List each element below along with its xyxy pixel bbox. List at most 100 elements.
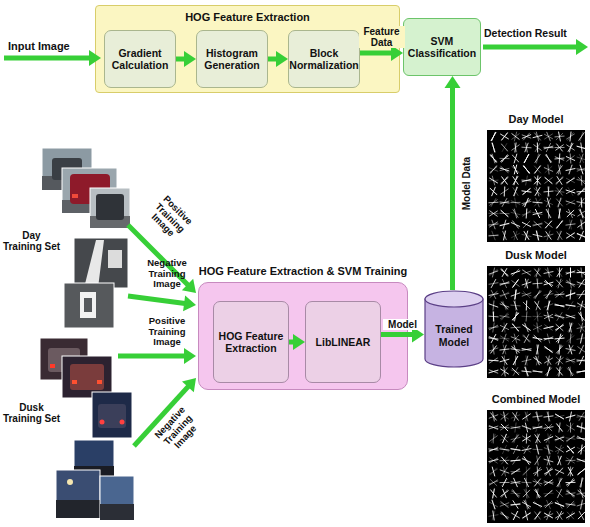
hog-stroke <box>534 512 540 520</box>
hog-stroke <box>493 323 495 333</box>
hog-stroke <box>525 198 529 207</box>
text-label: Dusk Model <box>485 249 587 261</box>
flow-arrow <box>118 348 196 364</box>
hog-stroke <box>558 165 560 175</box>
hog-stroke <box>500 369 508 374</box>
hog-stroke <box>547 456 550 466</box>
hog-stroke <box>566 315 575 318</box>
hog-stroke <box>533 469 542 473</box>
hog-stroke <box>577 493 587 495</box>
hog-stroke <box>524 500 529 508</box>
hog-stroke <box>569 334 572 343</box>
hog-stroke <box>544 436 553 440</box>
hog-stroke <box>536 356 540 365</box>
hog-stroke <box>515 143 516 153</box>
hog-stroke <box>544 416 554 417</box>
illustration-part <box>80 292 96 318</box>
illustration-part <box>64 283 114 328</box>
hog-stroke <box>514 209 516 219</box>
hog-stroke <box>555 292 563 298</box>
hog-stroke <box>489 189 497 195</box>
hog-stroke <box>492 143 494 153</box>
hog-stroke <box>492 500 494 510</box>
hog-stroke <box>489 304 498 307</box>
hog-stroke <box>512 413 518 421</box>
hog-stroke <box>512 133 520 139</box>
hog-stroke <box>537 323 538 333</box>
hog-stroke <box>533 145 541 151</box>
hog-stroke <box>522 448 532 450</box>
hog-stroke <box>512 346 520 352</box>
hog-stroke <box>512 280 518 288</box>
hog-stroke <box>566 513 575 518</box>
hog-stroke <box>557 165 563 173</box>
hog-stroke <box>558 165 560 175</box>
hog-stroke <box>524 445 529 454</box>
hog-stroke <box>526 467 527 477</box>
flow-arrow <box>483 39 588 55</box>
illustration-part <box>72 380 77 384</box>
hog-stroke <box>581 268 582 278</box>
hog-stroke <box>525 500 527 510</box>
hog-stroke <box>581 198 583 208</box>
hog-stroke <box>489 458 498 463</box>
hog-stroke <box>511 471 521 472</box>
hog-stroke <box>512 313 519 320</box>
hog-stroke <box>500 316 510 318</box>
hog-stroke <box>490 166 498 173</box>
arrow-head <box>183 295 196 311</box>
photo-dusk-road <box>100 476 134 520</box>
hog-stroke <box>578 188 584 196</box>
hog-stroke <box>513 187 517 196</box>
hog-stroke <box>501 155 507 163</box>
hog-stroke <box>579 412 584 421</box>
hog-stroke <box>577 370 586 373</box>
text-label: Positive Training Image <box>140 316 194 348</box>
arrow-shaft <box>381 332 413 337</box>
hog-stroke <box>559 478 560 488</box>
hog-stroke <box>489 480 498 485</box>
hog-stroke <box>500 427 510 429</box>
hog-stroke <box>547 467 551 476</box>
hog-stroke <box>523 324 531 330</box>
hog-stroke <box>581 423 582 433</box>
hog-stroke <box>581 500 583 510</box>
hog-stroke <box>581 312 583 322</box>
hog-stroke <box>559 423 560 433</box>
hog-stroke <box>500 338 510 340</box>
hog-stroke <box>557 187 563 195</box>
hog-stroke <box>544 481 553 484</box>
hog-stroke <box>489 213 499 214</box>
hog-stroke <box>489 448 498 451</box>
hog-stroke <box>523 221 530 228</box>
hog-stroke <box>536 268 539 278</box>
hog-stroke <box>566 315 576 318</box>
hog-stroke <box>534 313 541 320</box>
hog-stroke <box>502 467 508 475</box>
hog-stroke <box>570 412 572 422</box>
arrow-shaft <box>450 87 455 290</box>
hog-stroke <box>533 223 542 226</box>
illustration-part <box>56 470 100 518</box>
hog-stroke <box>501 210 508 217</box>
hog-stroke <box>545 291 552 298</box>
hog-stroke <box>501 302 507 310</box>
hog-stroke <box>515 198 517 208</box>
hog-stroke <box>548 412 550 422</box>
illustration-part <box>42 176 92 190</box>
hog-stroke <box>569 220 572 230</box>
hog-stroke <box>547 412 550 422</box>
hog-stroke <box>522 359 532 361</box>
hog-stroke <box>491 165 497 173</box>
hog-stroke <box>580 165 583 175</box>
hog-stroke <box>511 212 521 214</box>
hog-stroke <box>566 145 574 151</box>
hog-stroke <box>511 449 521 451</box>
hog-stroke <box>546 434 551 443</box>
hog-stroke <box>489 211 497 217</box>
flow-arrow <box>128 295 196 311</box>
hog-stroke <box>533 337 543 339</box>
hog-stroke <box>503 489 507 498</box>
hog-stroke <box>525 356 528 366</box>
panel-title: HOG Feature Extraction & SVM Training <box>169 265 437 278</box>
